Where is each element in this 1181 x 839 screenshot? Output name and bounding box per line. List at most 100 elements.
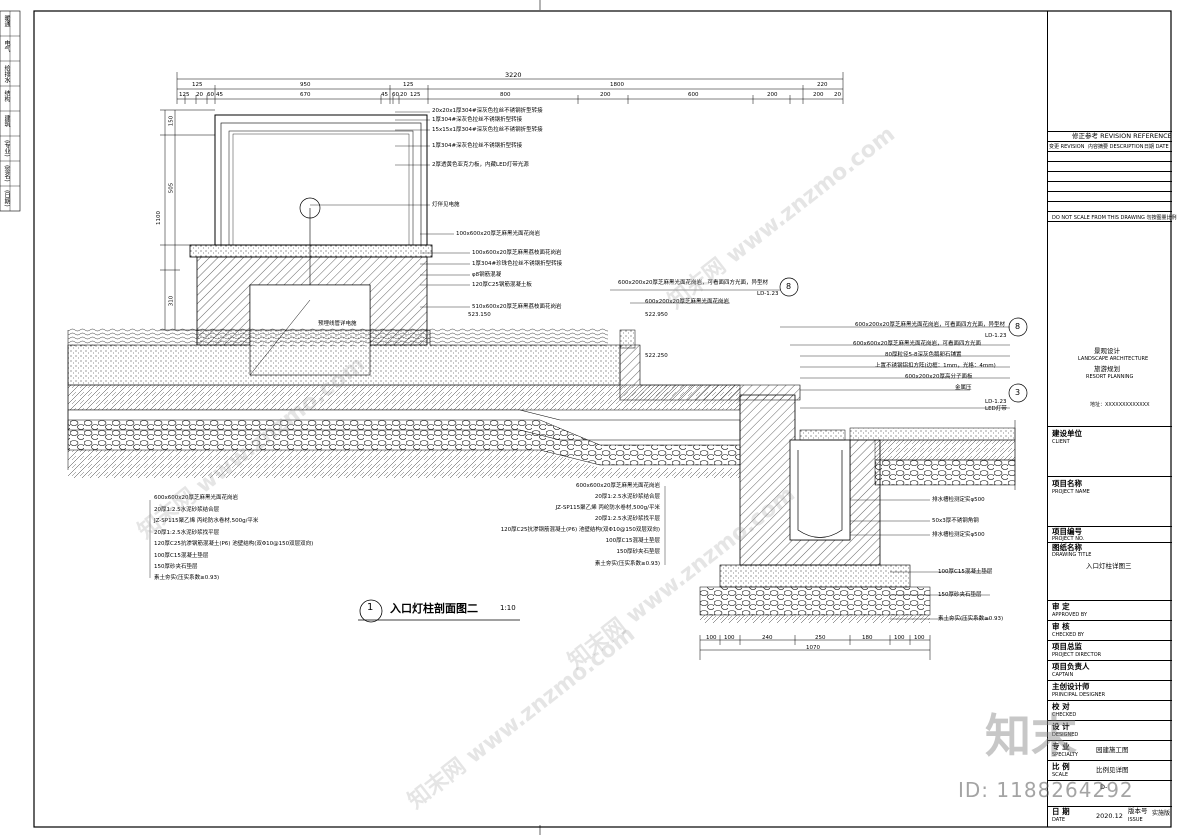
dim-total: 1070 — [806, 645, 820, 651]
revision-col: 日期 DATE — [1144, 144, 1169, 150]
callout-text: 600x200x20厚芝麻黑光面花岗岩，可看面四方光面，异型材 — [618, 280, 769, 286]
callout-text: 600x600x20厚芝麻黑光面花岗岩 — [154, 495, 239, 501]
detail-marker: 1 — [367, 602, 374, 613]
logo-mark: 知末 — [985, 709, 1077, 763]
role-label-en: CAPTAIN — [1052, 672, 1074, 678]
role-label-en: DESIGNED — [1052, 732, 1079, 738]
company-name-en: LANDSCAPE ARCHITECTURE — [1078, 356, 1149, 362]
callout-text: 100厚C15混凝土垫层 — [154, 553, 209, 559]
revision-col: 内容摘要 DESCRIPTION — [1088, 144, 1144, 150]
role-label: 校 对 — [1052, 702, 1070, 711]
specialty-label: 专 业 — [1052, 742, 1070, 751]
discipline-label: (专业) — [3, 140, 10, 157]
dim-label: 200 — [813, 92, 824, 98]
dim-label: 220 — [817, 82, 828, 88]
callout-text: 120厚C25钢筋混凝土板 — [472, 282, 532, 288]
role-label-en: PRINCIPAL DESIGNER — [1052, 692, 1106, 698]
dim-label: 20 — [196, 92, 203, 98]
callout-text: 100厚C15混凝土垫层 — [938, 569, 993, 575]
callout-text: 1厚304#深灰色拉丝不锈钢折型转接 — [432, 143, 523, 149]
specialty-label-en: SPECIALTY — [1052, 752, 1078, 758]
callout-text: 20厚1:2.5水泥砂浆找平层 — [154, 530, 220, 536]
dim-total: 3220 — [505, 71, 522, 79]
callout-text: 素土夯实(压实系数≥0.93) — [938, 616, 1004, 622]
elevation-label: 522.950 — [645, 312, 668, 318]
callout-text: 50x3厚不锈钢角钢 — [932, 518, 979, 524]
company-name-en: RESORT PLANNING — [1086, 374, 1134, 380]
detail-marker: 8 — [1015, 322, 1021, 331]
issue-value: 实施版 — [1152, 810, 1171, 817]
dim-label: 45 — [381, 92, 388, 98]
project-name-label: 项目名称 — [1052, 479, 1082, 488]
role-label-en: CHECKED BY — [1052, 632, 1084, 638]
callout-text: JZ-SP115聚乙烯 丙纶防水卷材,500g/平米 — [154, 518, 259, 524]
elevation-label: 522.250 — [645, 353, 668, 359]
role-label: 审 核 — [1052, 622, 1070, 631]
callout-text: 1厚304#珍珠色拉丝不锈钢折型转接 — [472, 261, 563, 267]
revision-header: 修正参考 REVISION REFERENCE — [1072, 132, 1172, 140]
dim-label: 45 — [216, 92, 223, 98]
drawing-scale: 1:10 — [500, 604, 516, 612]
scale-value: 比例见详图 — [1096, 766, 1129, 774]
callout-text: 600x600x20厚芝麻黑光面花岗岩，可看面四方光面 — [853, 341, 982, 347]
callout-text: LD-1.23 — [757, 291, 779, 297]
callout-text: 600x200x20厚芝麻黑光面花岗岩，可看面四方光面，异型材 — [855, 322, 1006, 328]
dim-label: 800 — [500, 92, 511, 98]
callout-text: 150厚砂夹石垫层 — [616, 549, 661, 555]
dim-label: 950 — [300, 82, 311, 88]
dim-label: 100 — [706, 635, 717, 641]
discipline-label: (签名) — [3, 165, 10, 182]
role-label-en: PROJECT DIRECTOR — [1052, 652, 1102, 658]
date-value: 2020.12 — [1096, 812, 1123, 820]
callout-text: 120厚C25抗渗钢筋混凝土(P6) 池壁结构(双Φ10@150双层双向) — [154, 541, 314, 547]
callout-text: 600x200x20厚高分子面板 — [905, 374, 973, 380]
callout-text: 510x600x20厚芝麻黑荔枝面花岗岩 — [472, 304, 562, 310]
callout-text: JZ-SP115聚乙烯 丙纶防水卷材,500g/平米 — [555, 505, 660, 511]
date-label-en: DATE — [1052, 817, 1066, 823]
callout-text: 素土夯实(压实系数≥0.93) — [154, 575, 220, 581]
elevation-label: 523.150 — [468, 312, 491, 318]
issue-label-en: ISSUE — [1128, 817, 1143, 823]
project-name-label-en: PROJECT NAME — [1052, 489, 1090, 495]
scale-label-en: SCALE — [1052, 772, 1069, 778]
role-label: 项目负责人 — [1052, 662, 1090, 671]
callout-text: 600x600x20厚芝麻黑光面花岗岩 — [575, 483, 660, 489]
dim-label: 240 — [762, 635, 773, 641]
callout-text: 20厚1:2.5水泥砂浆找平层 — [594, 516, 660, 522]
client-label: 建设单位 — [1052, 429, 1082, 438]
role-label: 项目总监 — [1052, 642, 1082, 651]
callout-text: LD-1.23 — [985, 333, 1007, 339]
dim-label: 200 — [767, 92, 778, 98]
detail-marker: 8 — [786, 282, 792, 291]
dim-label: 100 — [724, 635, 735, 641]
dim-label: 60 — [392, 92, 399, 98]
callout-text: 80厚粒径5-8深灰色鹅卵石铺置 — [885, 352, 962, 358]
callout-text: LED灯带 — [985, 406, 1007, 412]
dim-label: 125 — [192, 82, 203, 88]
company-name: 旅游规划 — [1094, 365, 1120, 373]
callout-text: 20厚1:2.5水泥砂浆结合层 — [594, 494, 660, 500]
dim-label: 310 — [168, 295, 175, 307]
callout-text: 20x20x1厚304#深灰色拉丝不锈钢折型转接 — [432, 108, 543, 114]
callout-text: 600x200x20厚芝麻黑光面花岗岩 — [645, 299, 730, 305]
dim-label: 125 — [179, 92, 190, 98]
callout-text: 灯伴见电施 — [432, 202, 460, 208]
dim-label: 600 — [688, 92, 699, 98]
role-label: 设 计 — [1052, 722, 1070, 731]
dim-label: 1800 — [610, 82, 624, 88]
callout-text: 排水槽检测定实φ500 — [932, 497, 985, 503]
dim-label: 505 — [168, 182, 175, 194]
title-block: 修正参考 REVISION REFERENCE 变更 REVISION 内容摘要… — [1047, 11, 1176, 827]
callout-text: LD-1.23 — [985, 399, 1007, 405]
drawing-title-value: 入口灯柱详图三 — [1086, 562, 1132, 570]
no-scale-note: DO NOT SCALE FROM THIS DRAWING 勿按图量比例 — [1052, 215, 1177, 221]
role-label: 主创设计师 — [1052, 682, 1090, 691]
discipline-column: 暖通 电气 给排水 结构 建筑 (专业) (签名) (日期) — [0, 11, 18, 211]
dim-label: 670 — [300, 92, 311, 98]
drawing-number: D- — [1100, 783, 1108, 791]
dim-label: 200 — [600, 92, 611, 98]
scale-label: 比 例 — [1052, 762, 1070, 771]
project-no-label-en: PROJECT NO. — [1052, 536, 1085, 542]
callout-text: 预埋线管详电施 — [318, 321, 357, 327]
